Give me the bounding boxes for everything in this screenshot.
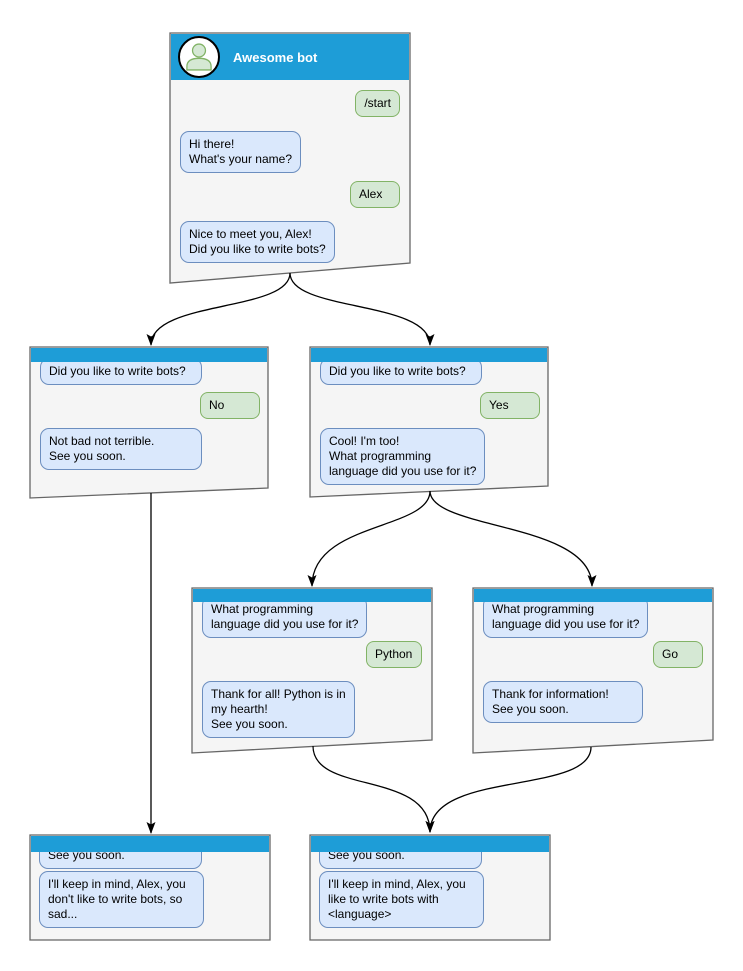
chat-window-lang-python: What programming language did you use fo… (192, 588, 432, 753)
window-header: Awesome bot (171, 34, 409, 80)
window-header (31, 348, 267, 362)
user-message-bubble: No (200, 392, 260, 419)
bot-message-bubble: Thank for information! See you soon. (483, 681, 643, 723)
chat-window-branch-yes: Did you like to write bots? Yes Cool! I'… (310, 347, 548, 497)
edge-start-to-branch-no (146, 272, 291, 346)
user-message-bubble: Python (366, 641, 422, 668)
user-message-bubble: Alex (350, 181, 400, 208)
bot-message-bubble: Did you like to write bots? (40, 358, 202, 385)
edge-lang-python-to-end-yes (312, 745, 435, 833)
edge-branch-yes-to-lang-go (429, 490, 597, 587)
bot-avatar (178, 36, 220, 78)
window-header (31, 836, 269, 852)
window-header (193, 589, 431, 602)
edge-start-to-branch-yes (289, 272, 435, 346)
user-message-bubble: /start (355, 90, 400, 117)
bot-message-bubble: Not bad not terrible. See you soon. (40, 428, 202, 470)
bot-message-bubble: Nice to meet you, Alex! Did you like to … (180, 221, 335, 263)
bot-message-bubble: Cool! I'm too! What programming language… (320, 428, 486, 485)
bot-message-bubble: I'll keep in mind, Alex, you don't like … (39, 871, 204, 928)
bot-message-bubble: Did you like to write bots? (320, 358, 482, 385)
window-header (474, 589, 712, 602)
bot-message-bubble: What programming language did you use fo… (483, 596, 649, 638)
chat-window-branch-no: Did you like to write bots? No Not bad n… (30, 347, 268, 498)
bot-message-bubble: Thank for all! Python is in my hearth! S… (202, 681, 355, 738)
chat-window-end-no: See you soon. I'll keep in mind, Alex, y… (30, 835, 270, 940)
user-message-bubble: Yes (480, 392, 540, 419)
edge-branch-yes-to-lang-python (307, 490, 431, 587)
window-title: Awesome bot (233, 49, 318, 65)
window-header (311, 836, 549, 852)
window-header (311, 348, 547, 362)
chat-window-end-yes: See you soon. I'll keep in mind, Alex, y… (310, 835, 550, 940)
edge-lang-go-to-end-yes (425, 746, 592, 833)
bot-message-bubble: I'll keep in mind, Alex, you like to wri… (319, 871, 484, 928)
chat-window-lang-go: What programming language did you use fo… (473, 588, 713, 753)
bot-message-bubble: Hi there! What's your name? (180, 131, 302, 173)
user-message-bubble: Go (653, 641, 703, 668)
chat-window-start: Awesome bot /start Hi there! What's your… (170, 33, 410, 283)
bot-message-bubble: What programming language did you use fo… (202, 596, 368, 638)
user-avatar-icon (186, 43, 212, 71)
